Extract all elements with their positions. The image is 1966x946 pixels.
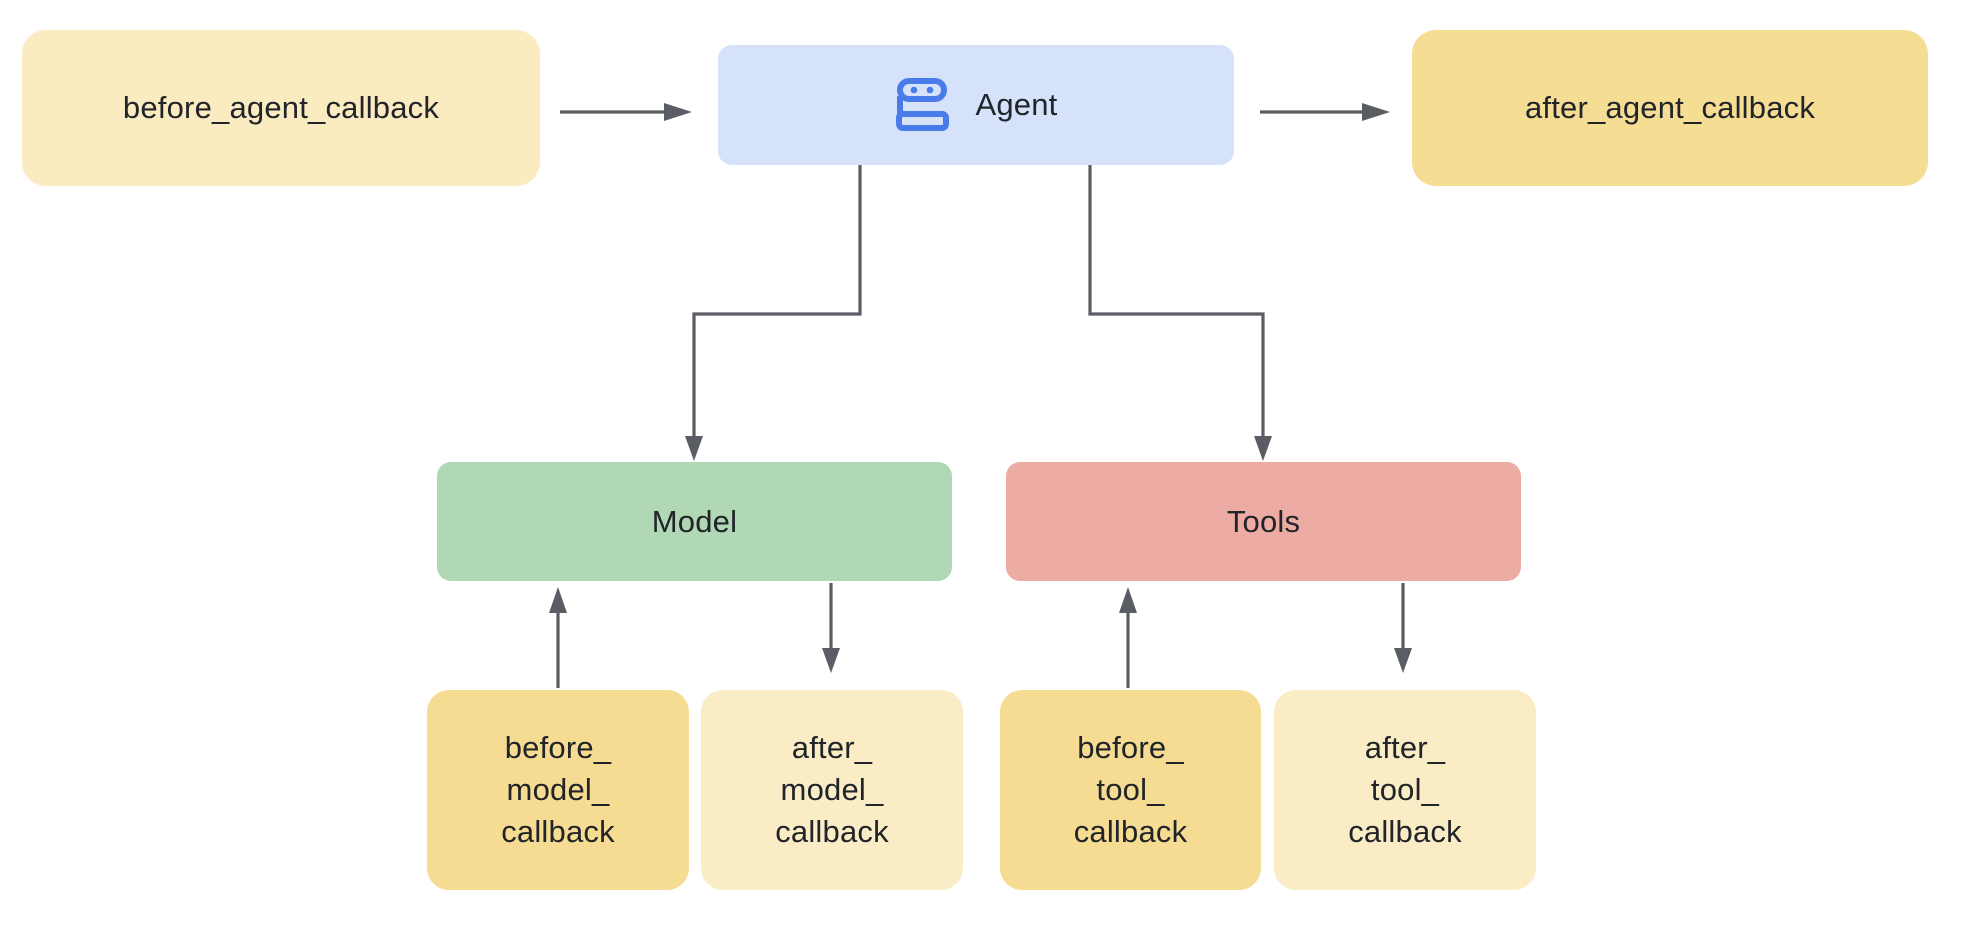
arrowhead-model-to-after-model — [822, 648, 840, 673]
arrowhead-agent-to-model — [685, 436, 703, 461]
node-after-agent-callback-label: after_agent_callback — [1524, 90, 1816, 126]
edge-agent-to-tools — [1088, 165, 1265, 437]
robot-icon — [896, 78, 950, 131]
node-after-agent-callback: after_agent_callback — [1412, 30, 1928, 186]
node-before-tool-callback-label: before_ tool_ callback — [1073, 730, 1188, 849]
node-before-agent-callback: before_agent_callback — [22, 30, 540, 186]
robot-body — [896, 111, 950, 131]
node-tools: Tools — [1006, 462, 1521, 581]
node-after-model-callback: after_ model_ callback — [701, 690, 963, 890]
node-model: Model — [437, 462, 952, 581]
arrowhead-agent-to-tools — [1254, 436, 1272, 461]
agent-label-group: Agent — [894, 76, 1057, 134]
node-after-model-callback-label: after_ model_ callback — [775, 730, 889, 849]
node-tools-label: Tools — [1226, 503, 1301, 539]
arrowhead-tools-to-after-tool — [1394, 648, 1412, 673]
arrowhead-before-tool-to-tools — [1119, 587, 1137, 613]
node-model-label: Model — [651, 503, 738, 539]
edge-agent-to-model — [692, 165, 862, 437]
node-after-tool-callback: after_ tool_ callback — [1274, 690, 1536, 890]
node-before-agent-callback-label: before_agent_callback — [122, 90, 440, 126]
robot-eye-left — [911, 86, 918, 94]
node-agent-label: Agent — [975, 87, 1058, 123]
robot-eye-right — [927, 86, 934, 94]
arrowhead-before-model-to-model — [549, 587, 567, 613]
node-agent: Agent — [718, 45, 1234, 165]
node-before-model-callback-label: before_ model_ callback — [501, 730, 615, 849]
node-before-tool-callback: before_ tool_ callback — [1000, 690, 1261, 890]
node-after-tool-callback-label: after_ tool_ callback — [1348, 730, 1462, 849]
node-before-model-callback: before_ model_ callback — [427, 690, 689, 890]
arrowhead-agent-to-after-agent — [1362, 103, 1390, 121]
arrowhead-before-agent-to-agent — [664, 103, 692, 121]
